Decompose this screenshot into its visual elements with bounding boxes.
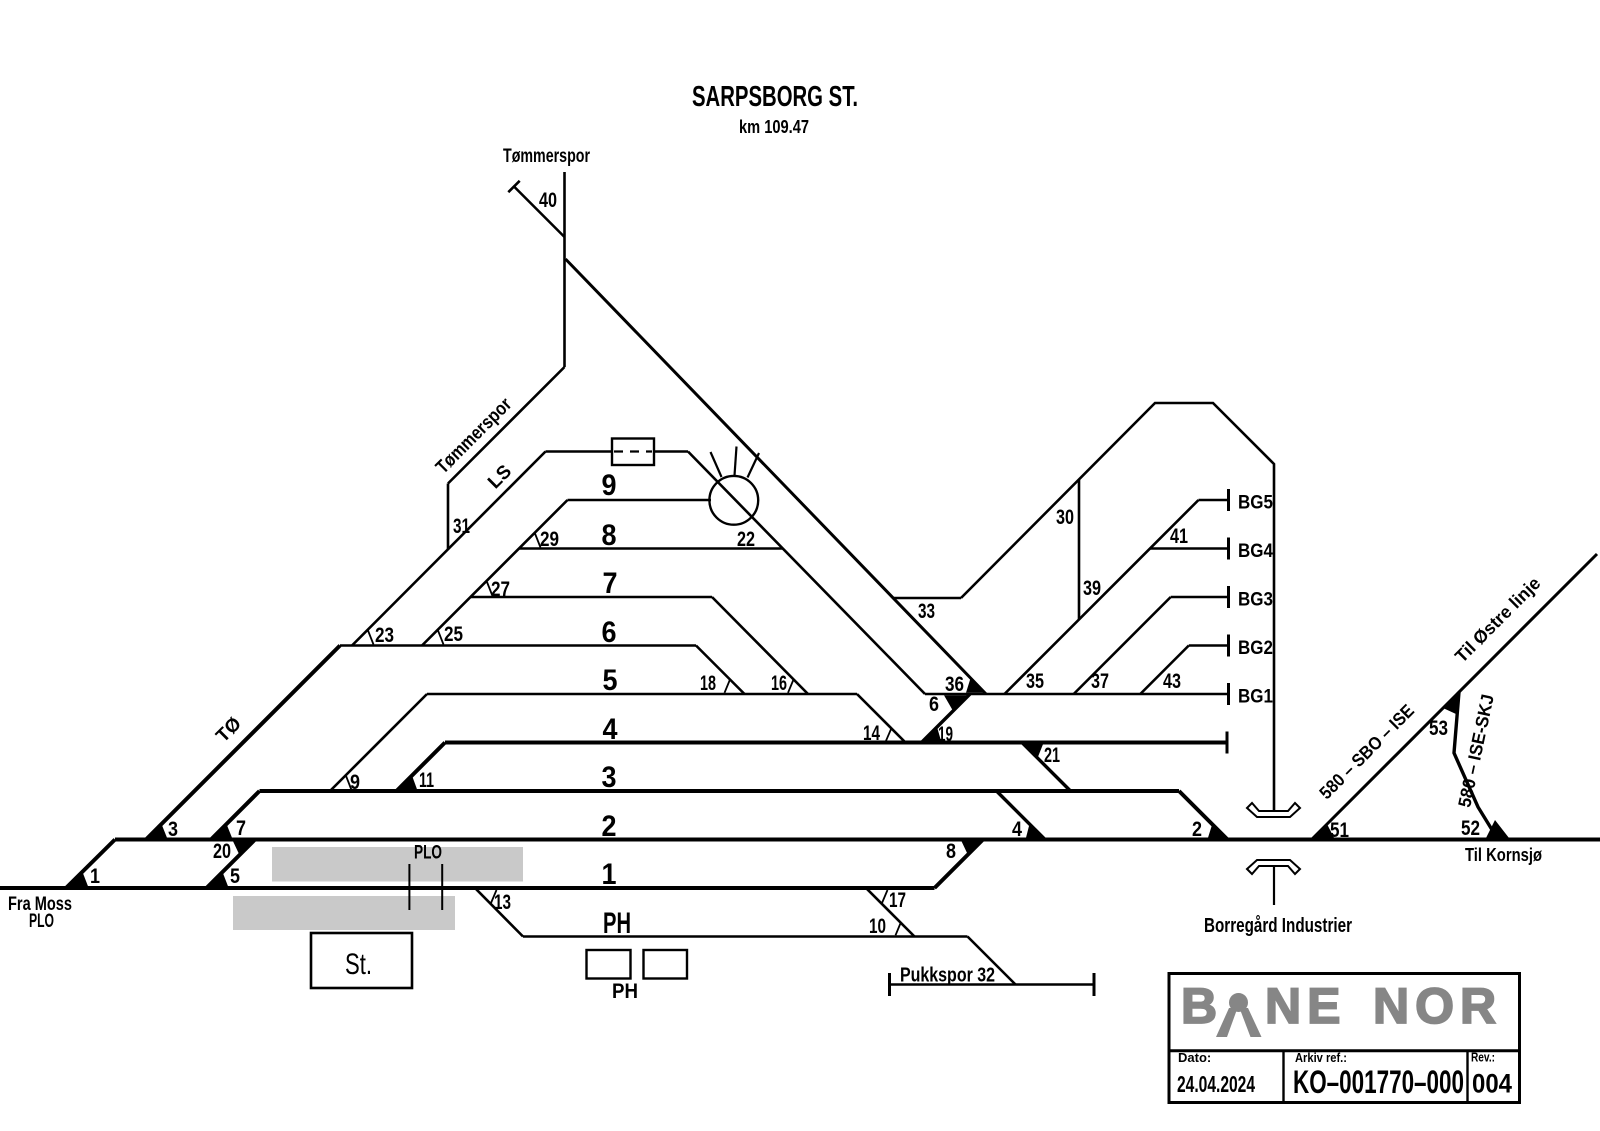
svg-text:17: 17 (889, 889, 906, 912)
svg-text:9: 9 (602, 469, 617, 502)
svg-text:NE: NE (1265, 978, 1346, 1034)
svg-text:km 109.47: km 109.47 (739, 117, 809, 137)
svg-text:14: 14 (863, 722, 880, 745)
svg-text:4: 4 (1012, 818, 1022, 841)
svg-text:21: 21 (1044, 744, 1060, 767)
svg-text:36: 36 (945, 673, 964, 696)
svg-text:5: 5 (230, 865, 240, 888)
svg-text:Pukkspor 32: Pukkspor 32 (900, 965, 995, 987)
svg-text:11: 11 (419, 769, 434, 792)
svg-text:29: 29 (540, 528, 559, 551)
svg-text:2: 2 (1192, 818, 1202, 841)
svg-text:580 – SBO – ISE: 580 – SBO – ISE (1315, 700, 1418, 803)
svg-text:30: 30 (1056, 506, 1074, 529)
svg-text:43: 43 (1163, 670, 1181, 693)
svg-text:37: 37 (1091, 670, 1109, 693)
svg-text:Til Kornsjø: Til Kornsjø (1465, 845, 1542, 865)
svg-text:4: 4 (603, 713, 618, 746)
svg-text:9: 9 (350, 771, 360, 794)
svg-text:5: 5 (603, 664, 618, 697)
svg-text:BG3: BG3 (1238, 590, 1273, 611)
svg-text:20: 20 (213, 840, 231, 863)
svg-text:BG4: BG4 (1238, 541, 1273, 562)
svg-text:33: 33 (918, 600, 935, 623)
svg-text:St.: St. (345, 948, 372, 981)
svg-text:Borregård Industrier: Borregård Industrier (1204, 914, 1352, 937)
svg-text:Rev.:: Rev.: (1471, 1050, 1495, 1065)
svg-text:PLO: PLO (414, 843, 442, 864)
svg-text:41: 41 (1170, 525, 1188, 548)
svg-text:18: 18 (700, 672, 716, 695)
svg-text:6: 6 (929, 693, 939, 716)
svg-text:22: 22 (737, 528, 755, 551)
svg-text:7: 7 (603, 567, 618, 600)
svg-text:PLO: PLO (29, 911, 54, 932)
svg-text:27: 27 (491, 578, 510, 601)
svg-text:19: 19 (938, 723, 953, 746)
svg-text:39: 39 (1083, 577, 1101, 600)
svg-text:1: 1 (90, 865, 100, 888)
svg-text:Fra Moss: Fra Moss (8, 894, 72, 915)
svg-text:3: 3 (168, 818, 178, 841)
svg-text:B: B (1181, 978, 1221, 1034)
svg-text:Tømmerspor: Tømmerspor (503, 146, 590, 167)
svg-text:LS: LS (484, 461, 516, 493)
svg-text:7: 7 (236, 817, 246, 840)
svg-text:23: 23 (375, 624, 394, 647)
svg-text:8: 8 (602, 519, 617, 552)
svg-text:35: 35 (1026, 670, 1044, 693)
svg-text:KO–001770–000: KO–001770–000 (1293, 1064, 1464, 1100)
svg-text:NOR: NOR (1373, 978, 1502, 1034)
svg-text:Arkiv ref.:: Arkiv ref.: (1295, 1050, 1347, 1065)
svg-text:BG2: BG2 (1238, 638, 1273, 659)
svg-text:PH: PH (612, 980, 638, 1003)
svg-text:SARPSBORG ST.: SARPSBORG ST. (692, 81, 858, 113)
svg-text:52: 52 (1461, 817, 1480, 840)
svg-text:6: 6 (602, 616, 617, 649)
svg-text:40: 40 (539, 189, 557, 212)
svg-text:2: 2 (602, 810, 617, 843)
svg-text:53: 53 (1429, 717, 1448, 740)
svg-text:BG1: BG1 (1238, 687, 1273, 708)
svg-text:580 – ISE-SKJ: 580 – ISE-SKJ (1454, 692, 1497, 809)
svg-text:51: 51 (1330, 819, 1349, 842)
svg-text:3: 3 (602, 761, 617, 794)
svg-text:25: 25 (444, 623, 463, 646)
svg-text:BG5: BG5 (1238, 493, 1273, 514)
svg-text:004: 004 (1472, 1069, 1512, 1099)
svg-text:16: 16 (771, 672, 787, 695)
svg-text:Dato:: Dato: (1178, 1050, 1211, 1065)
svg-text:8: 8 (946, 840, 956, 863)
svg-text:13: 13 (494, 891, 511, 914)
svg-text:31: 31 (453, 515, 470, 538)
svg-text:PH: PH (603, 907, 631, 940)
svg-text:1: 1 (602, 858, 617, 891)
svg-text:10: 10 (869, 915, 886, 938)
svg-text:24.04.2024: 24.04.2024 (1177, 1071, 1255, 1097)
